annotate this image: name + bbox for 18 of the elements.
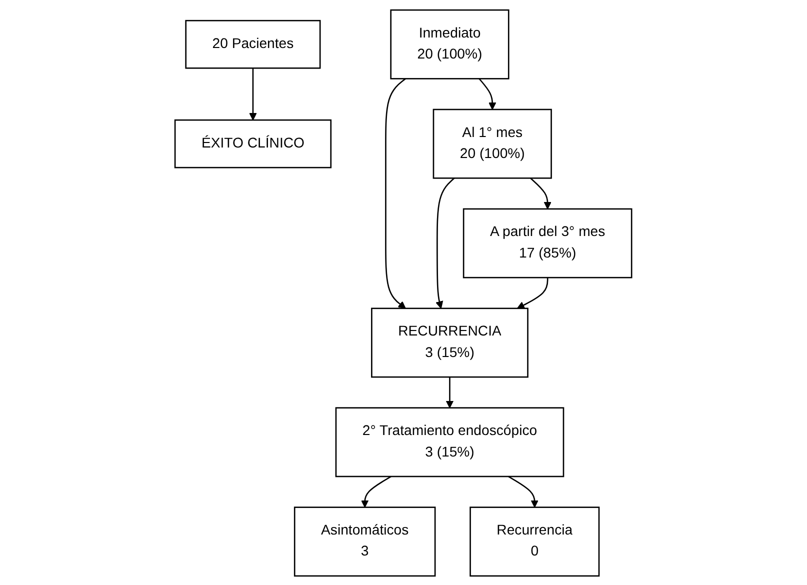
arrow (385, 78, 406, 308)
node-box: 20 Pacientes (185, 19, 321, 68)
node-box: Inmediato 20 (100%) (390, 8, 510, 79)
arrow (436, 177, 455, 308)
arrow (361, 475, 392, 508)
node-box: Asintomáticos 3 (294, 506, 436, 576)
arrow (517, 277, 548, 308)
arrow (508, 475, 539, 508)
node-box: 2° Tratamiento endoscópico 3 (15%) (335, 406, 564, 477)
node-box: RECURRENCIA 3 (15%) (371, 307, 529, 378)
node-box: Recurrencia 0 (470, 506, 600, 576)
node-box: ÉXITO CLÍNICO (174, 118, 332, 168)
node-box: Al 1° mes 20 (100%) (433, 108, 552, 178)
node-box: A partir del 3° mes 17 (85%) (463, 208, 632, 278)
arrow (446, 376, 454, 408)
arrow (530, 177, 552, 209)
arrow (478, 78, 496, 110)
arrow (249, 68, 257, 120)
